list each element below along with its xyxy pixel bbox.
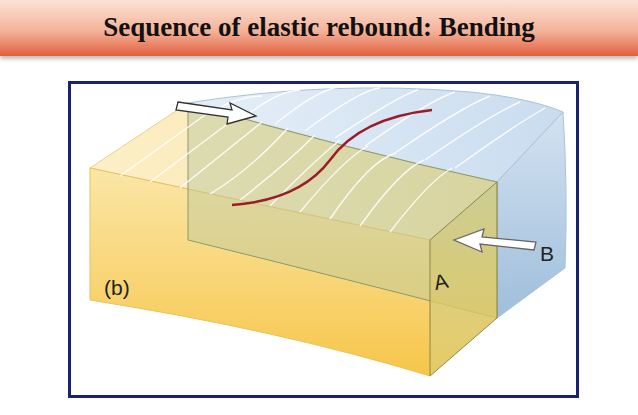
frame (70, 83, 578, 397)
block-b-side (497, 112, 566, 318)
panel-letter: (b) (104, 276, 130, 300)
block-label: B (540, 242, 554, 266)
strain-lines (120, 87, 545, 232)
stress-arrow (176, 102, 256, 124)
stress-arrow (454, 229, 536, 252)
fault-trace (232, 110, 432, 205)
block-a-end (430, 182, 497, 376)
slide-title: Sequence of elastic rebound: Bending (0, 12, 638, 43)
